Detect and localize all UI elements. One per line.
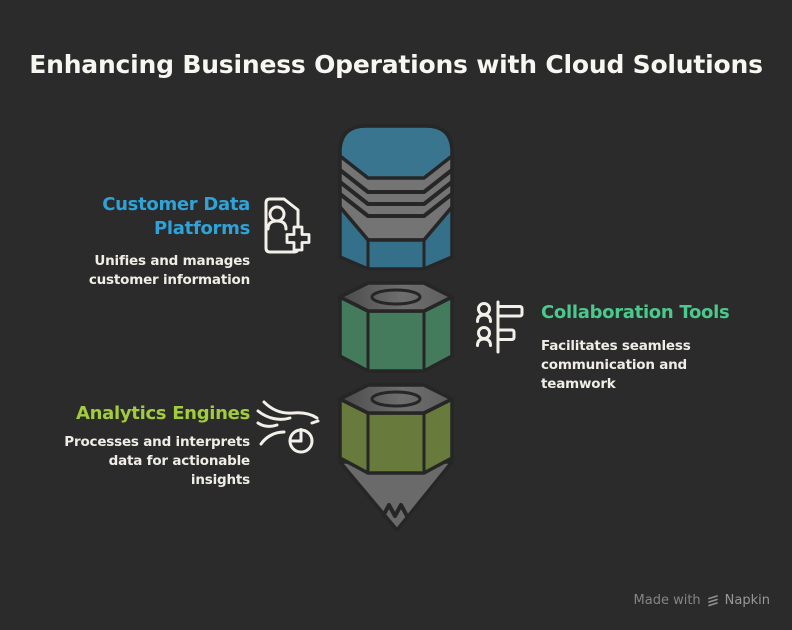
pencil-tip-cone [338, 460, 454, 532]
pencil-segment-analytics-body [338, 397, 454, 475]
pencil-tip-crack [381, 503, 409, 518]
section-heading-customer-data-platforms: Customer Data Platforms [102, 194, 250, 239]
pencil-segment-analytics-facets [366, 413, 426, 473]
pencil-eraser-cap [338, 124, 454, 194]
section-heading-collaboration-tools: Collaboration Tools [541, 302, 730, 323]
napkin-logo-icon [707, 594, 718, 606]
people-task-bars-icon [476, 300, 524, 354]
page-title: Enhancing Business Operations with Cloud… [29, 50, 763, 79]
flow-pie-chart-icon [256, 400, 320, 454]
section-heading-analytics-engines: Analytics Engines [75, 403, 250, 424]
pencil-segment-collaboration-hole [370, 288, 422, 306]
pencil-segment-customer-body [338, 205, 454, 271]
pencil-segment-collaboration-top [338, 281, 454, 313]
section-description-analytics-engines: Processes and interprets data for action… [64, 434, 250, 488]
section-description-customer-data-platforms: Unifies and manages customer information [88, 253, 250, 288]
pencil-ferrule-stripes [338, 168, 454, 218]
section-description-collaboration-tools: Facilitates seamless communication and t… [541, 338, 691, 392]
file-user-plus-icon [264, 197, 311, 254]
watermark-prefix: Made with [633, 593, 701, 608]
watermark: Made with Napkin [634, 593, 770, 608]
watermark-brand: Napkin [724, 593, 770, 608]
pencil-segment-customer-facets [366, 240, 426, 269]
pencil-segment-collaboration-facets [366, 311, 426, 371]
pencil-ferrule [338, 154, 454, 242]
pencil-segment-collaboration-body [338, 295, 454, 373]
pencil-segment-analytics-top [338, 383, 454, 415]
pencil-segment-analytics-hole [370, 390, 422, 408]
